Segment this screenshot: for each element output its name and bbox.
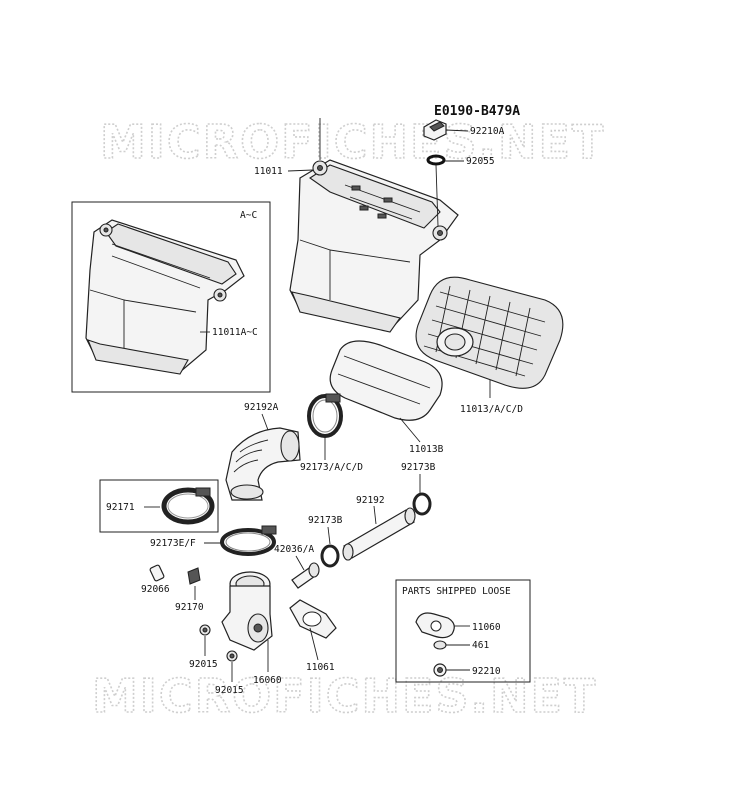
hose-clamp-92171[interactable] [161,487,215,525]
diagram-code: E0190-B479A [434,104,520,119]
label-92210A: 92210A [470,126,505,137]
parts-shipped-loose-title: PARTS SHIPPED LOOSE [402,586,511,597]
hose-clamp-92173B-right[interactable] [412,492,432,516]
plug-92066[interactable] [149,564,165,582]
label-92173-A-C-D: 92173/A/C/D [300,462,363,473]
air-cleaner-housing-11011A-C[interactable] [85,219,245,375]
carburetor-holder-16060[interactable] [221,571,273,651]
label-92015-lower: 92015 [215,685,244,696]
label-92173B-right: 92173B [401,462,436,473]
pre-filter-11013B[interactable] [329,340,443,421]
label-92170: 92170 [175,602,204,613]
label-16060: 16060 [253,675,282,686]
inset-frame-92171 [99,479,219,533]
air-filter-element-11013[interactable] [415,276,564,389]
hose-clamp-92173[interactable] [307,393,343,438]
inset-frame-11011A-C [71,201,271,393]
label-92192A: 92192A [244,402,279,413]
inset-frame-parts-shipped-loose [395,579,531,683]
breather-hose-92192[interactable] [342,507,416,561]
connector-42036A[interactable] [291,562,320,589]
label-92015-upper: 92015 [189,659,218,670]
label-92066: 92066 [141,584,170,595]
cap-screw-92210A[interactable] [423,119,447,141]
washer-461[interactable] [433,640,447,650]
air-cleaner-housing-11011[interactable] [289,159,459,333]
inset-label-A-C: A~C [240,210,257,221]
nut-92015-lower[interactable] [226,650,238,662]
label-11060: 11060 [472,622,501,633]
label-92173E-F: 92173E/F [150,538,196,549]
hose-clamp-92173EF[interactable] [220,525,277,556]
nut-92210[interactable] [433,663,447,677]
nut-92015-upper[interactable] [199,624,211,636]
label-11061: 11061 [306,662,335,673]
label-92173B-middle: 92173B [308,515,343,526]
gasket-11060[interactable] [415,612,455,639]
label-11011: 11011 [254,166,283,177]
label-11011A-C: 11011A~C [212,327,258,338]
label-92210: 92210 [472,666,501,677]
washer-92055[interactable] [426,154,446,166]
intake-duct-92192A[interactable] [225,427,301,501]
label-42036-A: 42036/A [274,544,314,555]
clamp-92170[interactable] [187,567,201,585]
label-92192: 92192 [356,495,385,506]
label-11013B: 11013B [409,444,444,455]
watermark-bottom: MICROFICHES.NET [92,669,597,723]
gasket-11061[interactable] [289,599,337,639]
watermark-top: MICROFICHES.NET [100,115,605,169]
label-92055: 92055 [466,156,495,167]
label-461: 461 [472,640,489,651]
label-92171: 92171 [106,502,135,513]
label-11013-A-C-D: 11013/A/C/D [460,404,523,415]
hose-clamp-92173B-middle[interactable] [320,544,340,568]
